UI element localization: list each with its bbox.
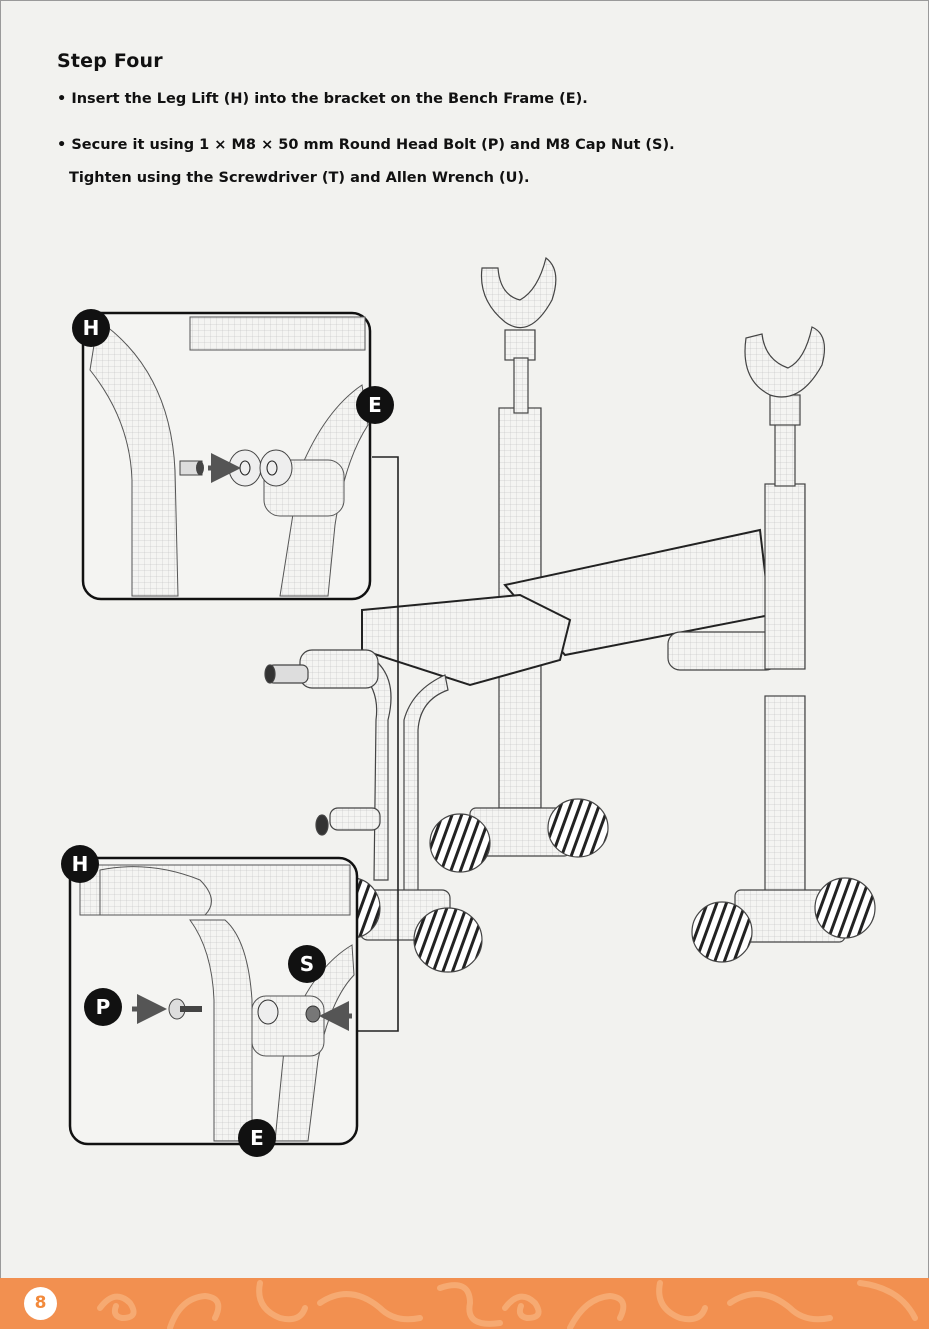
left-rear-foot-cap-2 (548, 799, 608, 857)
right-upright-bottom (765, 696, 805, 892)
svg-text:E: E (368, 393, 382, 417)
svg-text:E: E (250, 1126, 264, 1150)
svg-text:H: H (72, 852, 89, 876)
footer-swirl-pattern (0, 1278, 929, 1329)
right-upright-top (765, 484, 805, 669)
leg-lift-roller-top (300, 650, 378, 688)
svg-text:S: S (300, 952, 314, 976)
right-foot-cap-2 (815, 878, 875, 938)
footer-band (0, 1278, 929, 1329)
left-catch (481, 258, 555, 328)
right-foot-cap-1 (692, 902, 752, 962)
label-badge-h-top: H (72, 309, 110, 347)
label-badge-s: S (288, 945, 326, 983)
svg-text:P: P (96, 995, 111, 1019)
leg-lift-tube (360, 660, 391, 880)
label-badge-e-top: E (356, 386, 394, 424)
label-badge-p: P (84, 988, 122, 1026)
svg-text:H: H (83, 316, 100, 340)
page-number: 8 (24, 1287, 57, 1320)
left-rear-foot-cap-1 (430, 814, 490, 872)
label-badge-h-bottom: H (61, 845, 99, 883)
right-catch (745, 327, 824, 397)
label-badge-e-bottom: E (238, 1119, 276, 1157)
front-foot-cap-2 (414, 908, 482, 972)
detail-inset-top (83, 313, 370, 599)
